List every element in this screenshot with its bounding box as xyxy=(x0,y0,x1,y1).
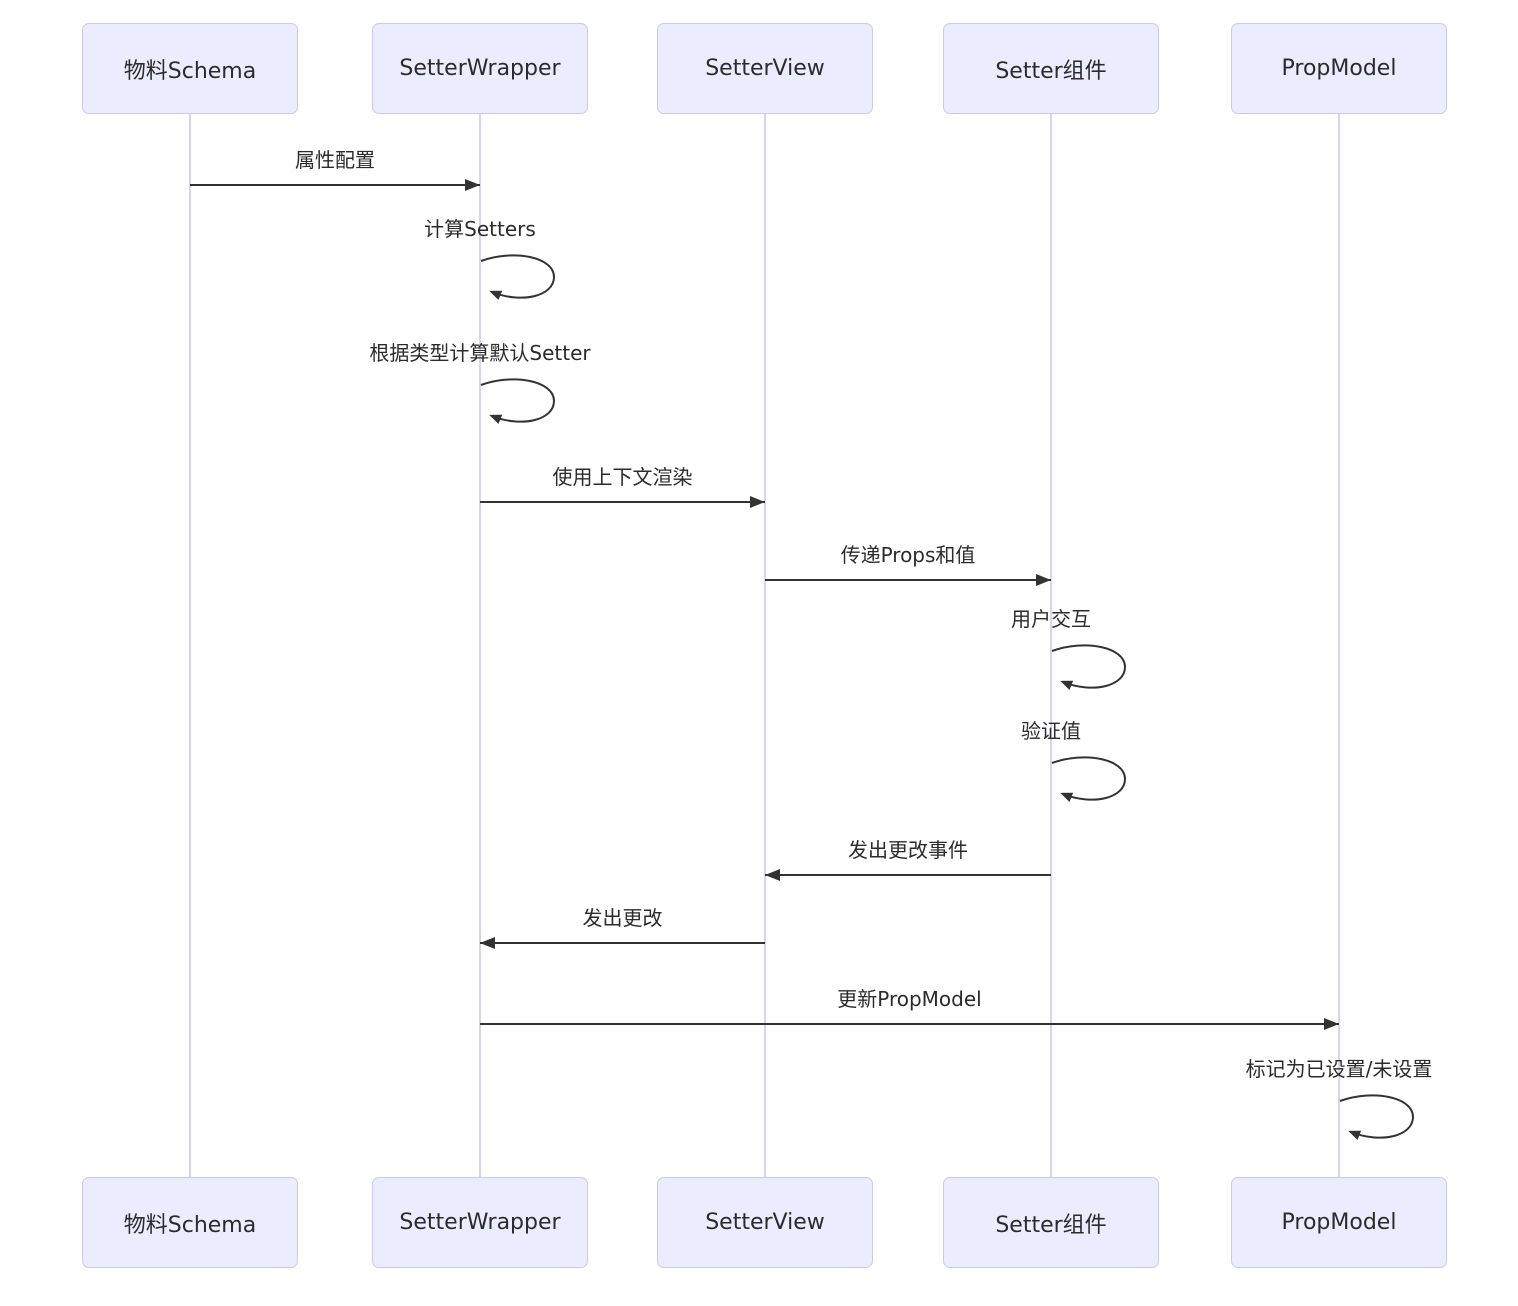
actor-lifeline xyxy=(764,114,766,1177)
actor-box-top: 物料Schema xyxy=(82,23,298,114)
self-loop-arrow xyxy=(1051,756,1127,802)
self-loop-arrow xyxy=(1339,1094,1415,1140)
arrowhead-left-icon xyxy=(480,937,495,949)
self-message-label: 标记为已设置/未设置 xyxy=(1245,1057,1433,1081)
message-arrow xyxy=(190,179,480,191)
message-label: 传递Props和值 xyxy=(840,543,976,567)
actor-box-top: PropModel xyxy=(1231,23,1447,114)
arrowhead-right-icon xyxy=(1324,1018,1339,1030)
message-arrow xyxy=(480,937,765,949)
actor-box-top: SetterWrapper xyxy=(372,23,588,114)
arrowhead-right-icon xyxy=(1036,574,1051,586)
actor-label: 物料Schema xyxy=(123,1212,257,1238)
message-label: 发出更改 xyxy=(582,906,663,930)
message-label: 发出更改事件 xyxy=(848,838,968,862)
actor-label: Setter组件 xyxy=(995,58,1107,84)
self-loop-path xyxy=(480,378,556,424)
actor-label: Setter组件 xyxy=(995,1212,1107,1238)
arrowhead-left-icon xyxy=(765,869,780,881)
actor-box-top: Setter组件 xyxy=(943,23,1159,114)
actor-lifeline xyxy=(189,114,191,1177)
actor-box-bottom: Setter组件 xyxy=(943,1177,1159,1268)
actor-label: PropModel xyxy=(1281,1210,1397,1235)
self-message-label: 用户交互 xyxy=(1011,607,1091,631)
actor-lifeline xyxy=(1050,114,1052,1177)
self-message-label: 根据类型计算默认Setter xyxy=(369,341,591,365)
actor-box-bottom: SetterView xyxy=(657,1177,873,1268)
actor-lifeline xyxy=(1338,114,1340,1177)
self-loop-path xyxy=(1339,1094,1415,1140)
message-label: 使用上下文渲染 xyxy=(552,465,693,489)
self-message-label: 验证值 xyxy=(1021,719,1081,743)
message-arrow xyxy=(765,869,1051,881)
self-loop-path xyxy=(1051,756,1127,802)
self-loop-path xyxy=(1051,644,1127,690)
actor-box-bottom: PropModel xyxy=(1231,1177,1447,1268)
self-loop-arrow xyxy=(1051,644,1127,690)
actor-label: SetterView xyxy=(705,56,825,81)
message-arrow xyxy=(480,496,765,508)
actor-label: SetterWrapper xyxy=(399,56,561,81)
actor-label: 物料Schema xyxy=(123,58,257,84)
self-loop-arrow xyxy=(480,254,556,300)
message-arrow xyxy=(765,574,1051,586)
actor-box-bottom: 物料Schema xyxy=(82,1177,298,1268)
actor-lifeline xyxy=(479,114,481,1177)
actor-label: SetterView xyxy=(705,1210,825,1235)
actor-label: PropModel xyxy=(1281,56,1397,81)
self-message-label: 计算Setters xyxy=(424,217,536,241)
arrowhead-right-icon xyxy=(465,179,480,191)
actor-box-top: SetterView xyxy=(657,23,873,114)
self-loop-path xyxy=(480,254,556,300)
arrowhead-right-icon xyxy=(750,496,765,508)
message-label: 属性配置 xyxy=(295,148,375,172)
actor-box-bottom: SetterWrapper xyxy=(372,1177,588,1268)
self-loop-arrow xyxy=(480,378,556,424)
message-arrow xyxy=(480,1018,1339,1030)
message-label: 更新PropModel xyxy=(837,987,982,1011)
actor-label: SetterWrapper xyxy=(399,1210,561,1235)
